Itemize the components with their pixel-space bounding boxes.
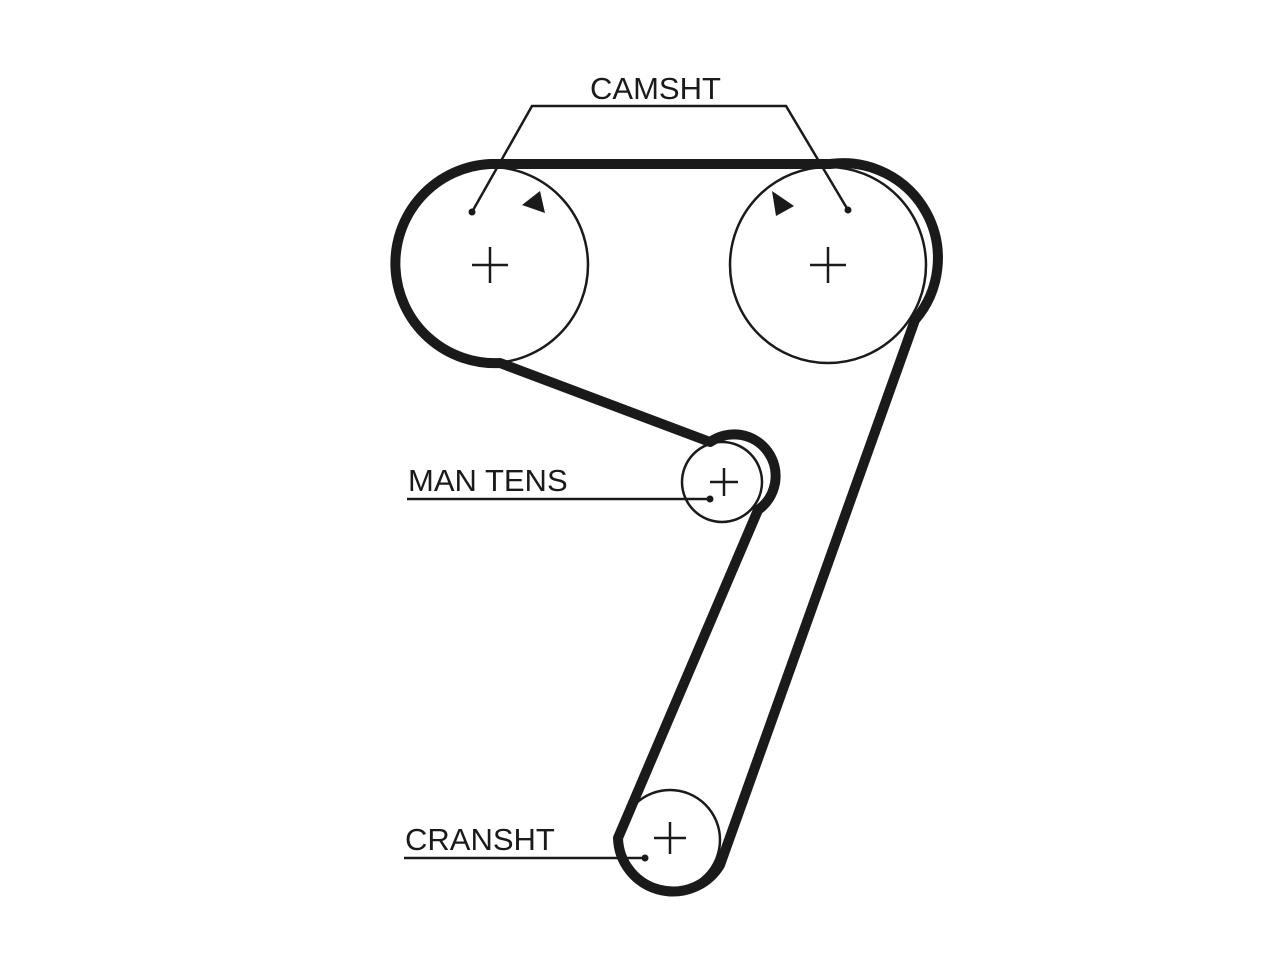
rotation-arrow-right	[772, 191, 794, 216]
rotation-arrow-left	[522, 191, 545, 213]
camshaft-label: CAMSHT	[590, 71, 721, 106]
timing-belt	[390, 158, 943, 897]
tensioner-leader	[407, 495, 714, 503]
tensioner-label: MAN TENS	[408, 463, 568, 498]
crankshaft-leader	[404, 854, 649, 862]
crankshaft-label: CRANSHT	[405, 822, 555, 857]
camshaft-leader	[468, 104, 852, 216]
camshaft-pulley-right	[728, 165, 928, 365]
tensioner-pulley	[680, 440, 764, 524]
